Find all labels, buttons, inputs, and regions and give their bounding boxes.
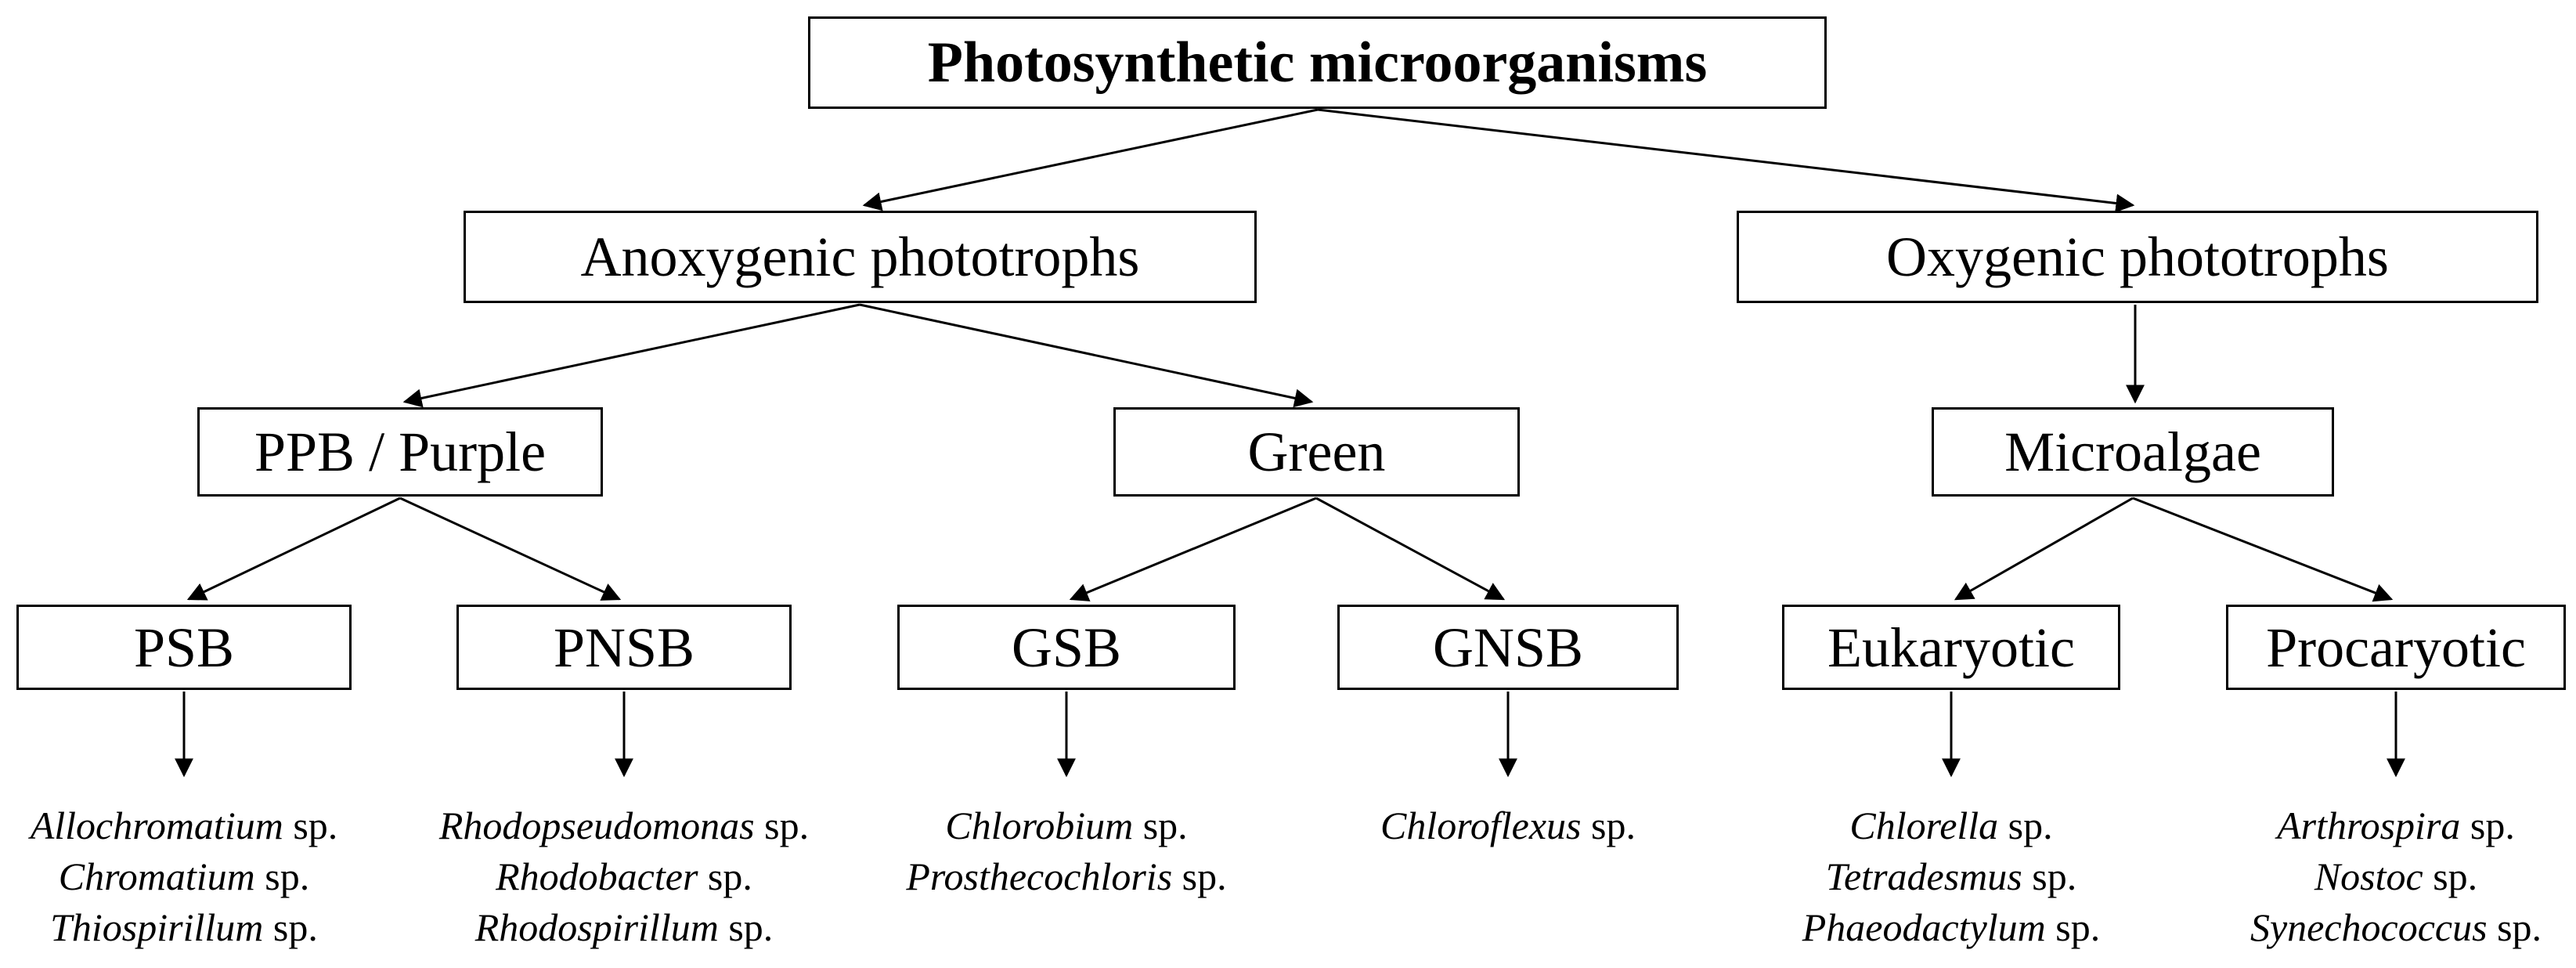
node-label: PNSB: [553, 616, 695, 679]
species-genus: Chlorella: [1849, 804, 1999, 847]
node-label: PPB / Purple: [254, 421, 547, 483]
species-item: Rhodobacter sp.: [350, 851, 898, 902]
species-genus: Nostoc: [2314, 854, 2423, 898]
species-genus: Prosthecochloris: [906, 854, 1173, 898]
connector-anoxygenic-ppb: [402, 303, 860, 408]
species-suffix: sp.: [1172, 854, 1227, 898]
node-pnsb: PNSB: [456, 605, 792, 690]
species-genus: Phaeodactylum: [1802, 905, 2046, 949]
node-psb: PSB: [16, 605, 352, 690]
pnsb-species-list: Rhodopseudomonas sp. Rhodobacter sp. Rho…: [350, 800, 898, 953]
node-photosynthetic-microorganisms: Photosynthetic microorganisms: [808, 16, 1827, 109]
node-oxygenic-phototrophs: Oxygenic phototrophs: [1737, 211, 2538, 303]
species-suffix: sp.: [283, 804, 338, 847]
node-label: Photosynthetic microorganisms: [927, 31, 1708, 95]
species-genus: Synechococcus: [2249, 905, 2488, 949]
species-suffix: sp.: [2423, 854, 2478, 898]
species-item: Synechococcus sp.: [2122, 902, 2576, 953]
node-label: Eukaryotic: [1827, 616, 2075, 679]
species-item: Chromatium sp.: [0, 851, 458, 902]
node-green: Green: [1113, 407, 1520, 497]
connector-green-gsb: [1069, 497, 1317, 601]
connector-ppb-psb: [186, 497, 401, 601]
species-genus: Thiospirillum: [50, 905, 264, 949]
node-procaryotic: Procaryotic: [2226, 605, 2566, 690]
connector-anoxygenic-green: [859, 303, 1314, 408]
gsb-species-list: Chlorobium sp. Prosthecochloris sp.: [792, 800, 1340, 902]
node-label: GNSB: [1432, 616, 1584, 679]
node-anoxygenic-phototrophs: Anoxygenic phototrophs: [464, 211, 1257, 303]
species-item: Chlorobium sp.: [792, 800, 1340, 851]
species-suffix: sp.: [698, 854, 752, 898]
species-suffix: sp.: [1133, 804, 1188, 847]
species-item: Thiospirillum sp.: [0, 902, 458, 953]
node-microalgae: Microalgae: [1932, 407, 2334, 497]
species-item: Tetradesmus sp.: [1677, 851, 2225, 902]
species-suffix: sp.: [2460, 804, 2515, 847]
node-label: Anoxygenic phototrophs: [580, 226, 1140, 288]
connector-green-gnsb: [1315, 497, 1506, 601]
species-item: Allochromatium sp.: [0, 800, 458, 851]
eukaryotic-species-list: Chlorella sp. Tetradesmus sp. Phaeodacty…: [1677, 800, 2225, 953]
species-item: Prosthecochloris sp.: [792, 851, 1340, 902]
node-ppb-purple: PPB / Purple: [197, 407, 603, 497]
node-gsb: GSB: [897, 605, 1236, 690]
species-genus: Chlorobium: [945, 804, 1134, 847]
connector-microalgae-procaryotic: [2132, 497, 2394, 602]
species-suffix: sp.: [1998, 804, 2053, 847]
connector-root-oxygenic: [1317, 108, 2135, 213]
species-suffix: sp.: [718, 905, 774, 949]
node-label: Microalgae: [2004, 421, 2261, 483]
node-label: Procaryotic: [2266, 616, 2526, 679]
species-genus: Rhodopseudomonas: [438, 804, 755, 847]
species-item: Nostoc sp.: [2122, 851, 2576, 902]
species-suffix: sp.: [1581, 804, 1636, 847]
node-gnsb: GNSB: [1337, 605, 1679, 690]
species-item: Chlorella sp.: [1677, 800, 2225, 851]
node-label: Green: [1247, 421, 1386, 483]
node-label: Oxygenic phototrophs: [1886, 226, 2389, 288]
procaryotic-species-list: Arthrospira sp. Nostoc sp. Synechococcus…: [2122, 800, 2576, 953]
species-genus: Chromatium: [58, 854, 255, 898]
connector-ppb-pnsb: [399, 497, 622, 601]
connector-microalgae-eukaryotic: [1954, 497, 2134, 601]
node-label: GSB: [1011, 616, 1122, 679]
species-item: Phaeodactylum sp.: [1677, 902, 2225, 953]
species-suffix: sp.: [2487, 905, 2542, 949]
node-label: PSB: [133, 616, 235, 679]
psb-species-list: Allochromatium sp. Chromatium sp. Thiosp…: [0, 800, 458, 953]
species-item: Chloroflexus sp.: [1234, 800, 1782, 851]
species-item: Arthrospira sp.: [2122, 800, 2576, 851]
species-genus: Arthrospira: [2277, 804, 2461, 847]
species-genus: Rhodobacter: [496, 854, 698, 898]
connector-root-anoxygenic: [862, 108, 1319, 211]
species-suffix: sp.: [754, 804, 810, 847]
species-item: Rhodopseudomonas sp.: [350, 800, 898, 851]
node-eukaryotic: Eukaryotic: [1782, 605, 2120, 690]
species-genus: Rhodospirillum: [474, 905, 719, 949]
species-genus: Tetradesmus: [1825, 854, 2022, 898]
gnsb-species-list: Chloroflexus sp.: [1234, 800, 1782, 851]
species-genus: Allochromatium: [30, 804, 283, 847]
species-suffix: sp.: [263, 905, 318, 949]
species-suffix: sp.: [2045, 905, 2101, 949]
species-item: Rhodospirillum sp.: [350, 902, 898, 953]
species-genus: Chloroflexus: [1380, 804, 1582, 847]
species-suffix: sp.: [254, 854, 310, 898]
species-suffix: sp.: [2022, 854, 2077, 898]
